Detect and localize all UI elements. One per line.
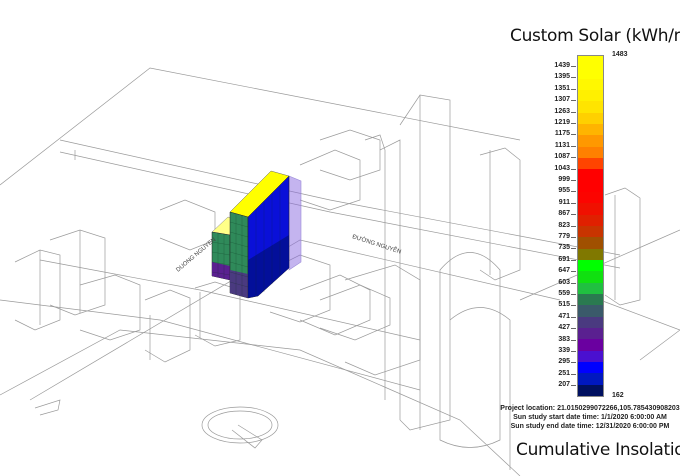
color-band [578,293,603,306]
color-band [578,373,603,385]
color-band [578,78,603,90]
color-band [578,282,603,294]
building-translucent-face [288,175,302,271]
color-band [578,327,603,340]
wing-front-face-lower [212,262,230,280]
tower-side-face-shadow [248,235,289,298]
legend-tick-label: 1439 [554,61,576,69]
tower-front-face-lower [230,270,248,298]
color-band [578,89,603,102]
legend-tick-label: 1351 [554,84,576,92]
color-band [578,169,603,181]
color-band [578,316,603,328]
color-scale-bar [577,55,604,397]
legend-tick-label: 955 [558,187,576,195]
footer-title: Cumulative Insolation [516,440,680,460]
legend-tick-label: 295 [558,358,576,366]
legend-tick-label: 471 [558,312,576,320]
color-band [578,203,603,215]
study-end: Sun study end date time: 12/31/2020 6:00… [510,423,670,430]
street-label: ĐƯỜNG NGUYỄN [351,233,402,255]
color-band [578,101,603,113]
color-band [578,305,603,317]
legend-tick-label: 691 [558,255,576,263]
color-band [578,146,603,158]
color-band [578,56,603,68]
project-location: Project location: 21.0150299072266,105.7… [500,405,680,412]
color-band [578,259,603,272]
color-band [578,361,603,374]
color-band [578,157,603,170]
legend-tick-label: 1087 [554,153,576,161]
legend-tick-label: 1263 [554,107,576,115]
legend-tick-label: 427 [558,324,576,332]
study-start: Sun study start date time: 1/1/2020 6:00… [513,414,667,421]
color-band [578,248,603,260]
legend-tick-label: 1175 [554,130,577,138]
color-band [578,225,603,238]
facade-grid [211,185,281,297]
legend-tick-label: 1307 [554,96,576,104]
color-band [578,350,603,362]
color-band [578,191,603,204]
legend-tick-label: 779 [558,232,576,240]
legend-tick-label: 207 [558,381,576,389]
color-band [578,271,603,283]
legend-tick-label: 1131 [554,141,577,149]
legend-tick-label: 1219 [554,118,576,126]
legend-tick-label: 339 [558,346,576,354]
context-wireframe [0,67,680,476]
study-info: Project location: 21.0150299072266,105.7… [500,404,680,431]
color-band [578,123,603,136]
color-band [578,67,603,79]
legend-title: Custom Solar (kWh/m²) [510,26,680,46]
legend-tick-label: 1395 [554,73,576,81]
legend-tick-label: 603 [558,278,576,286]
color-band [578,214,603,226]
legend-tick-label: 999 [558,175,576,183]
legend-tick-label: 823 [558,221,576,229]
analyzed-building[interactable] [211,170,302,299]
legend-tick-label: 867 [558,210,576,218]
legend-tick-label: 735 [558,244,576,252]
legend-tick-label: 251 [558,369,576,377]
legend-max-label: 1483 [612,51,628,58]
color-band [578,384,603,396]
street-label: DUONG NGUYEN [175,237,217,274]
color-band [578,339,603,351]
legend-min-label: 162 [612,392,624,399]
legend-tick-label: 515 [558,301,576,309]
color-band [578,180,603,192]
legend-tick-label: 911 [558,198,577,206]
legend-tick-label: 559 [558,289,576,297]
color-band [578,112,603,124]
legend-tick-label: 647 [558,267,576,275]
legend-tick-label: 383 [558,335,576,343]
color-band [578,135,603,147]
color-band [578,237,603,249]
legend-tick-label: 1043 [554,164,576,172]
